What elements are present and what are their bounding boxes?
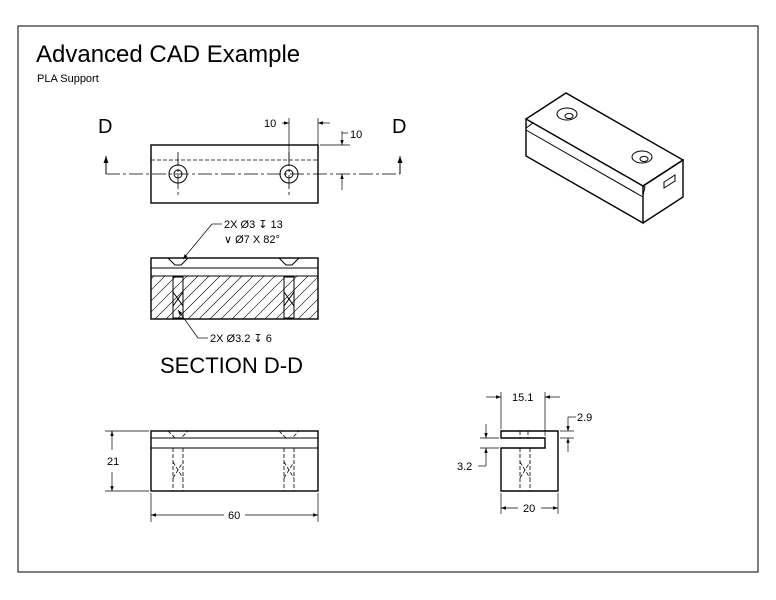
section-hole-left (172, 276, 184, 319)
iso-end-face (642, 158, 684, 224)
dim-hole-offset: 10 (264, 118, 276, 130)
section-outline (150, 257, 319, 320)
section-title: SECTION D-D (160, 353, 303, 378)
callout-top-line2: ∨ Ø7 X 82° (224, 234, 280, 246)
iso-front-face (525, 119, 644, 225)
section-hatching (151, 276, 318, 319)
hole-right (284, 169, 294, 179)
dim-side-length: 60 (228, 510, 240, 522)
callout-bottom: 2X Ø3.2 ↧ 6 (210, 333, 272, 345)
end-view: 15.1 2.9 3.2 20 (457, 392, 592, 515)
drawing-title: Advanced CAD Example (36, 41, 300, 68)
section-hole-right (283, 276, 295, 319)
countersink-right (278, 257, 300, 266)
dim-slot-depth: 15.1 (512, 392, 533, 404)
iso-hole-right (631, 150, 653, 164)
countersink-left (167, 257, 189, 266)
dim-top-thickness: 2.9 (577, 412, 592, 424)
end-view-outline (500, 430, 559, 492)
dim-side-height: 21 (107, 456, 119, 468)
side-view-outline (150, 430, 319, 492)
hole-left-counterbore (168, 164, 188, 184)
iso-top-face (524, 92, 685, 187)
iso-hole-left (556, 107, 578, 121)
cut-label-right: D (392, 116, 406, 138)
isometric-view (524, 92, 685, 225)
dim-slot-width: 3.2 (457, 461, 472, 473)
front-view: D D 10 10 (98, 116, 406, 204)
section-view: 2X Ø3 ↧ 13 ∨ Ø7 X 82° 2X Ø3.2 ↧ 6 SECTIO… (150, 219, 319, 378)
hole-left (173, 169, 183, 179)
side-view: 21 60 (105, 430, 319, 522)
cut-label-left: D (98, 116, 112, 138)
hole-right-counterbore (279, 164, 299, 184)
callout-top-line1: 2X Ø3 ↧ 13 (224, 219, 283, 231)
drawing-subtitle: PLA Support (37, 73, 99, 85)
dim-end-width: 20 (523, 503, 535, 515)
iso-slot (525, 122, 676, 198)
sheet-border (17, 25, 759, 573)
dim-hole-height: 10 (350, 129, 362, 141)
